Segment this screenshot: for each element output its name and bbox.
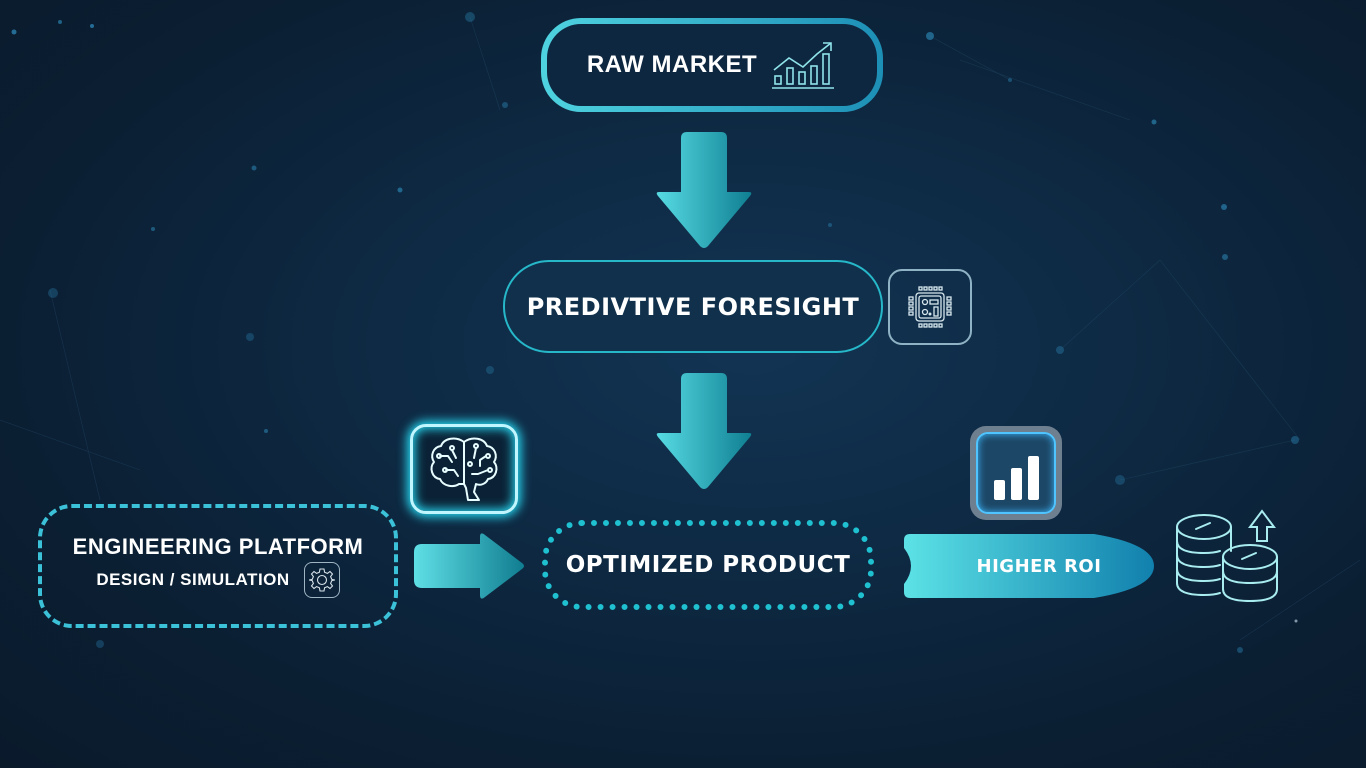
bar-chart-icon — [970, 426, 1062, 520]
arrow-down-icon — [656, 132, 752, 248]
raw-market-label: RAW MARKET — [586, 51, 758, 78]
processor-chip-icon — [888, 269, 972, 345]
optimized-product-node: OPTIMIZED PRODUCT — [542, 520, 874, 610]
engineering-platform-node: ENGINEERING PLATFORM DESIGN / SIMULATION — [38, 504, 398, 628]
coins-up-icon — [1176, 509, 1278, 603]
predictive-foresight-label: PREDIVTIVE FORESIGHT — [526, 292, 860, 321]
higher-roi-node: HIGHER ROI — [904, 534, 1154, 598]
predictive-foresight-node: PREDIVTIVE FORESIGHT — [503, 260, 883, 353]
arrow-right-icon — [414, 533, 524, 599]
trending-chart-icon — [772, 42, 835, 89]
optimized-product-label: OPTIMIZED PRODUCT — [565, 552, 851, 578]
engineering-platform-title: ENGINEERING PLATFORM — [72, 534, 364, 559]
bar-chart-bar — [1010, 468, 1022, 500]
gear-icon — [303, 562, 340, 598]
arrow-down-icon — [656, 373, 752, 489]
higher-roi-label: HIGHER ROI — [976, 555, 1102, 577]
engineering-platform-subtitle: DESIGN / SIMULATION — [96, 570, 290, 589]
ai-brain-icon — [410, 424, 518, 514]
raw-market-node: RAW MARKET — [541, 18, 883, 112]
bar-chart-bar — [1027, 456, 1039, 500]
bar-chart-bar — [993, 480, 1005, 500]
